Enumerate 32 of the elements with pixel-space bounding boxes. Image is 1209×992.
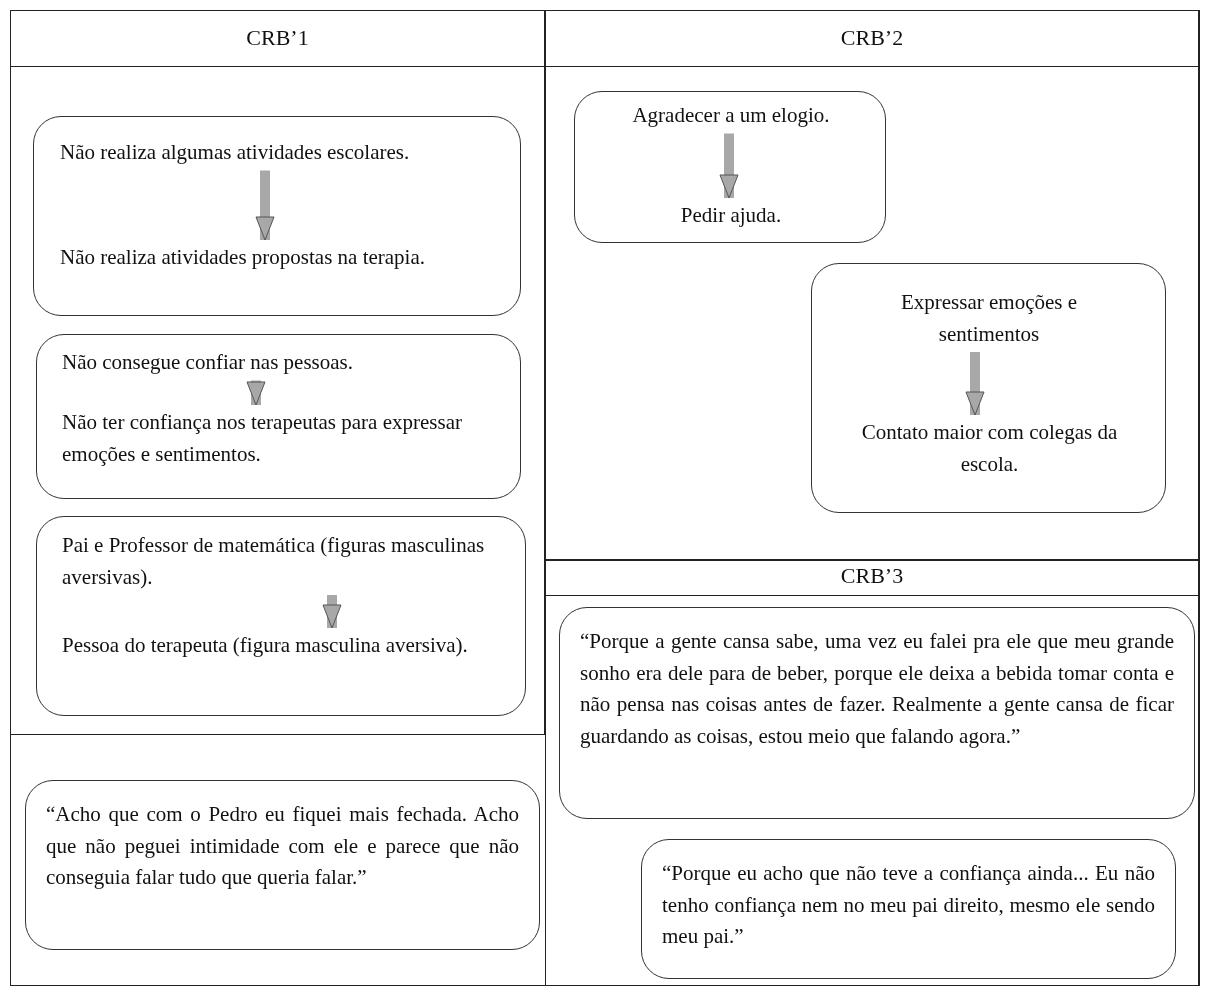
statement-text: Contato maior com colegas da escola. (837, 417, 1142, 480)
block-arrow (246, 380, 266, 406)
rounded-box (33, 116, 521, 316)
rounded-box (36, 516, 526, 716)
statement-text: Pedir ajuda. (585, 200, 877, 232)
rounded-box (811, 263, 1166, 513)
statement-text: Agradecer a um elogio. (585, 100, 877, 132)
statement-text: Não consegue confiar nas pessoas. (62, 347, 502, 379)
block-arrow (719, 133, 739, 199)
table-column-panel (10, 10, 545, 735)
statement-text: Não realiza algumas atividades escolares. (60, 137, 440, 169)
column-heading: CRB’2 (840, 25, 904, 51)
block-arrow (322, 595, 342, 629)
column-heading: CRB’3 (840, 563, 904, 589)
quote-text: “Acho que com o Pedro eu fiquei mais fechada. Acho que não peguei intimidade com ele e parece que não conseguia falar tudo que queria falar.” (46, 801, 519, 891)
rounded-box (36, 334, 521, 499)
quote-box (25, 780, 540, 950)
statement-text: Não realiza atividades propostas na terapia. (60, 242, 490, 274)
rounded-box (574, 91, 886, 243)
quote-text: “Porque a gente cansa sabe, uma vez eu falei pra ele que meu grande sonho era dele para de beber, porque ele deixa a bebida tomar conta e não pensa nas coisas antes de fazer. Realmente a gente cansa de ficar guardando as coisas, estou meio que falando agora.” (580, 628, 1174, 750)
statement-text: Pessoa do terapeuta (figura masculina aversiva). (62, 630, 492, 662)
statement-text: Não ter confiança nos terapeutas para expressar emoções e sentimentos. (62, 407, 512, 470)
table-column-panel (545, 560, 1199, 986)
column-heading: CRB’1 (246, 25, 309, 51)
statement-text: Pai e Professor de matemática (figuras masculinas aversivas). (62, 530, 517, 593)
table-column-panel (545, 10, 1199, 560)
quote-box (641, 839, 1176, 979)
block-arrow (255, 170, 275, 241)
quote-box (559, 607, 1195, 819)
statement-text: Expressar emoções e sentimentos (864, 287, 1114, 350)
block-arrow (965, 352, 985, 416)
quote-text: “Porque eu acho que não teve a confiança ainda... Eu não tenho confiança nem no meu pai direito, mesmo ele sendo meu pai.” (662, 860, 1155, 950)
